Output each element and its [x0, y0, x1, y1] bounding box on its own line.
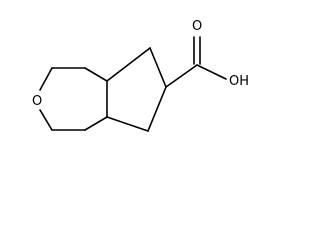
bond-spiro-c-upper-left — [84, 67, 108, 82]
bond-ch2-ch-carboxyl — [149, 47, 167, 88]
structure-diagram: O O OH — [32, 19, 249, 132]
bond-lower-left-spiro-c — [84, 116, 108, 131]
bond-spiro-ch2-top — [106, 47, 151, 82]
bond-ch2-spiro-bottom — [106, 116, 149, 132]
bond-ring-oxygen-ch2-bottom — [39, 109, 53, 131]
bond-ch-carboxyl-carbon — [165, 64, 198, 88]
hydroxyl-label: OH — [229, 74, 249, 89]
bond-ch2-ring-oxygen-top — [39, 67, 53, 91]
ring-oxygen-label: O — [32, 94, 42, 109]
bond-carboxyl-carbon-hydroxyl — [196, 64, 227, 80]
carbonyl-oxygen-label: O — [192, 19, 202, 34]
bond-ch-ch2-right — [147, 86, 167, 132]
